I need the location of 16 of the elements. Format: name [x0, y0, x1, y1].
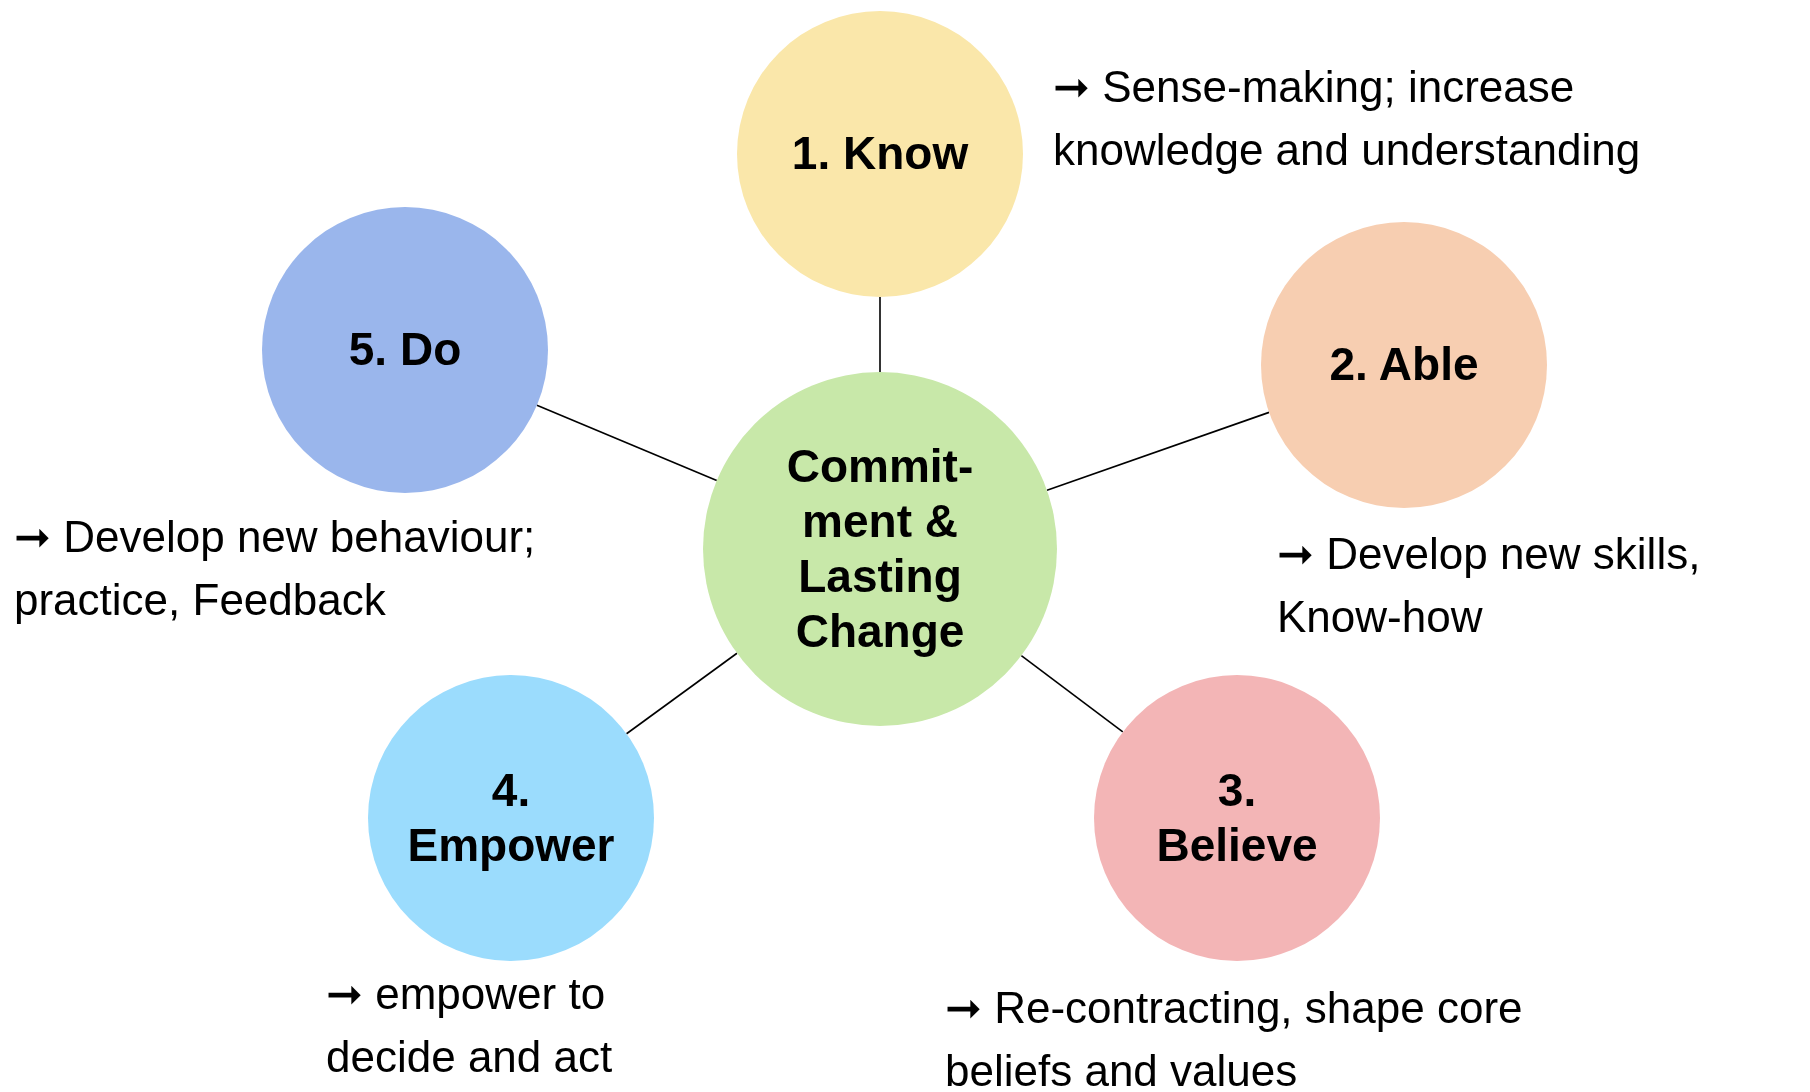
node-label: 3. Believe — [1155, 762, 1319, 873]
connector-line — [1046, 411, 1270, 492]
node-label: 2. Able — [1328, 337, 1480, 393]
connector-line — [625, 652, 738, 735]
description-text: ➞ Sense-making; increase knowledge and understanding — [1053, 61, 1642, 176]
connector-line — [1020, 654, 1124, 733]
description-text: ➞ Develop new behaviour; practice, Feedback — [14, 511, 537, 626]
description-text: ➞ empower to decide and act — [326, 968, 614, 1083]
connector-line — [536, 404, 718, 482]
description-text: ➞ Develop new skills, Know-how — [1277, 528, 1702, 643]
description-text: ➞ Re-contracting, shape core beliefs and values — [945, 982, 1524, 1092]
node-label: 4. Empower — [406, 762, 616, 873]
node-label: 1. Know — [790, 126, 970, 182]
node-label: 5. Do — [347, 322, 463, 378]
node-label: Commit- ment & Lasting Change — [785, 438, 975, 660]
connector-line — [879, 296, 881, 373]
